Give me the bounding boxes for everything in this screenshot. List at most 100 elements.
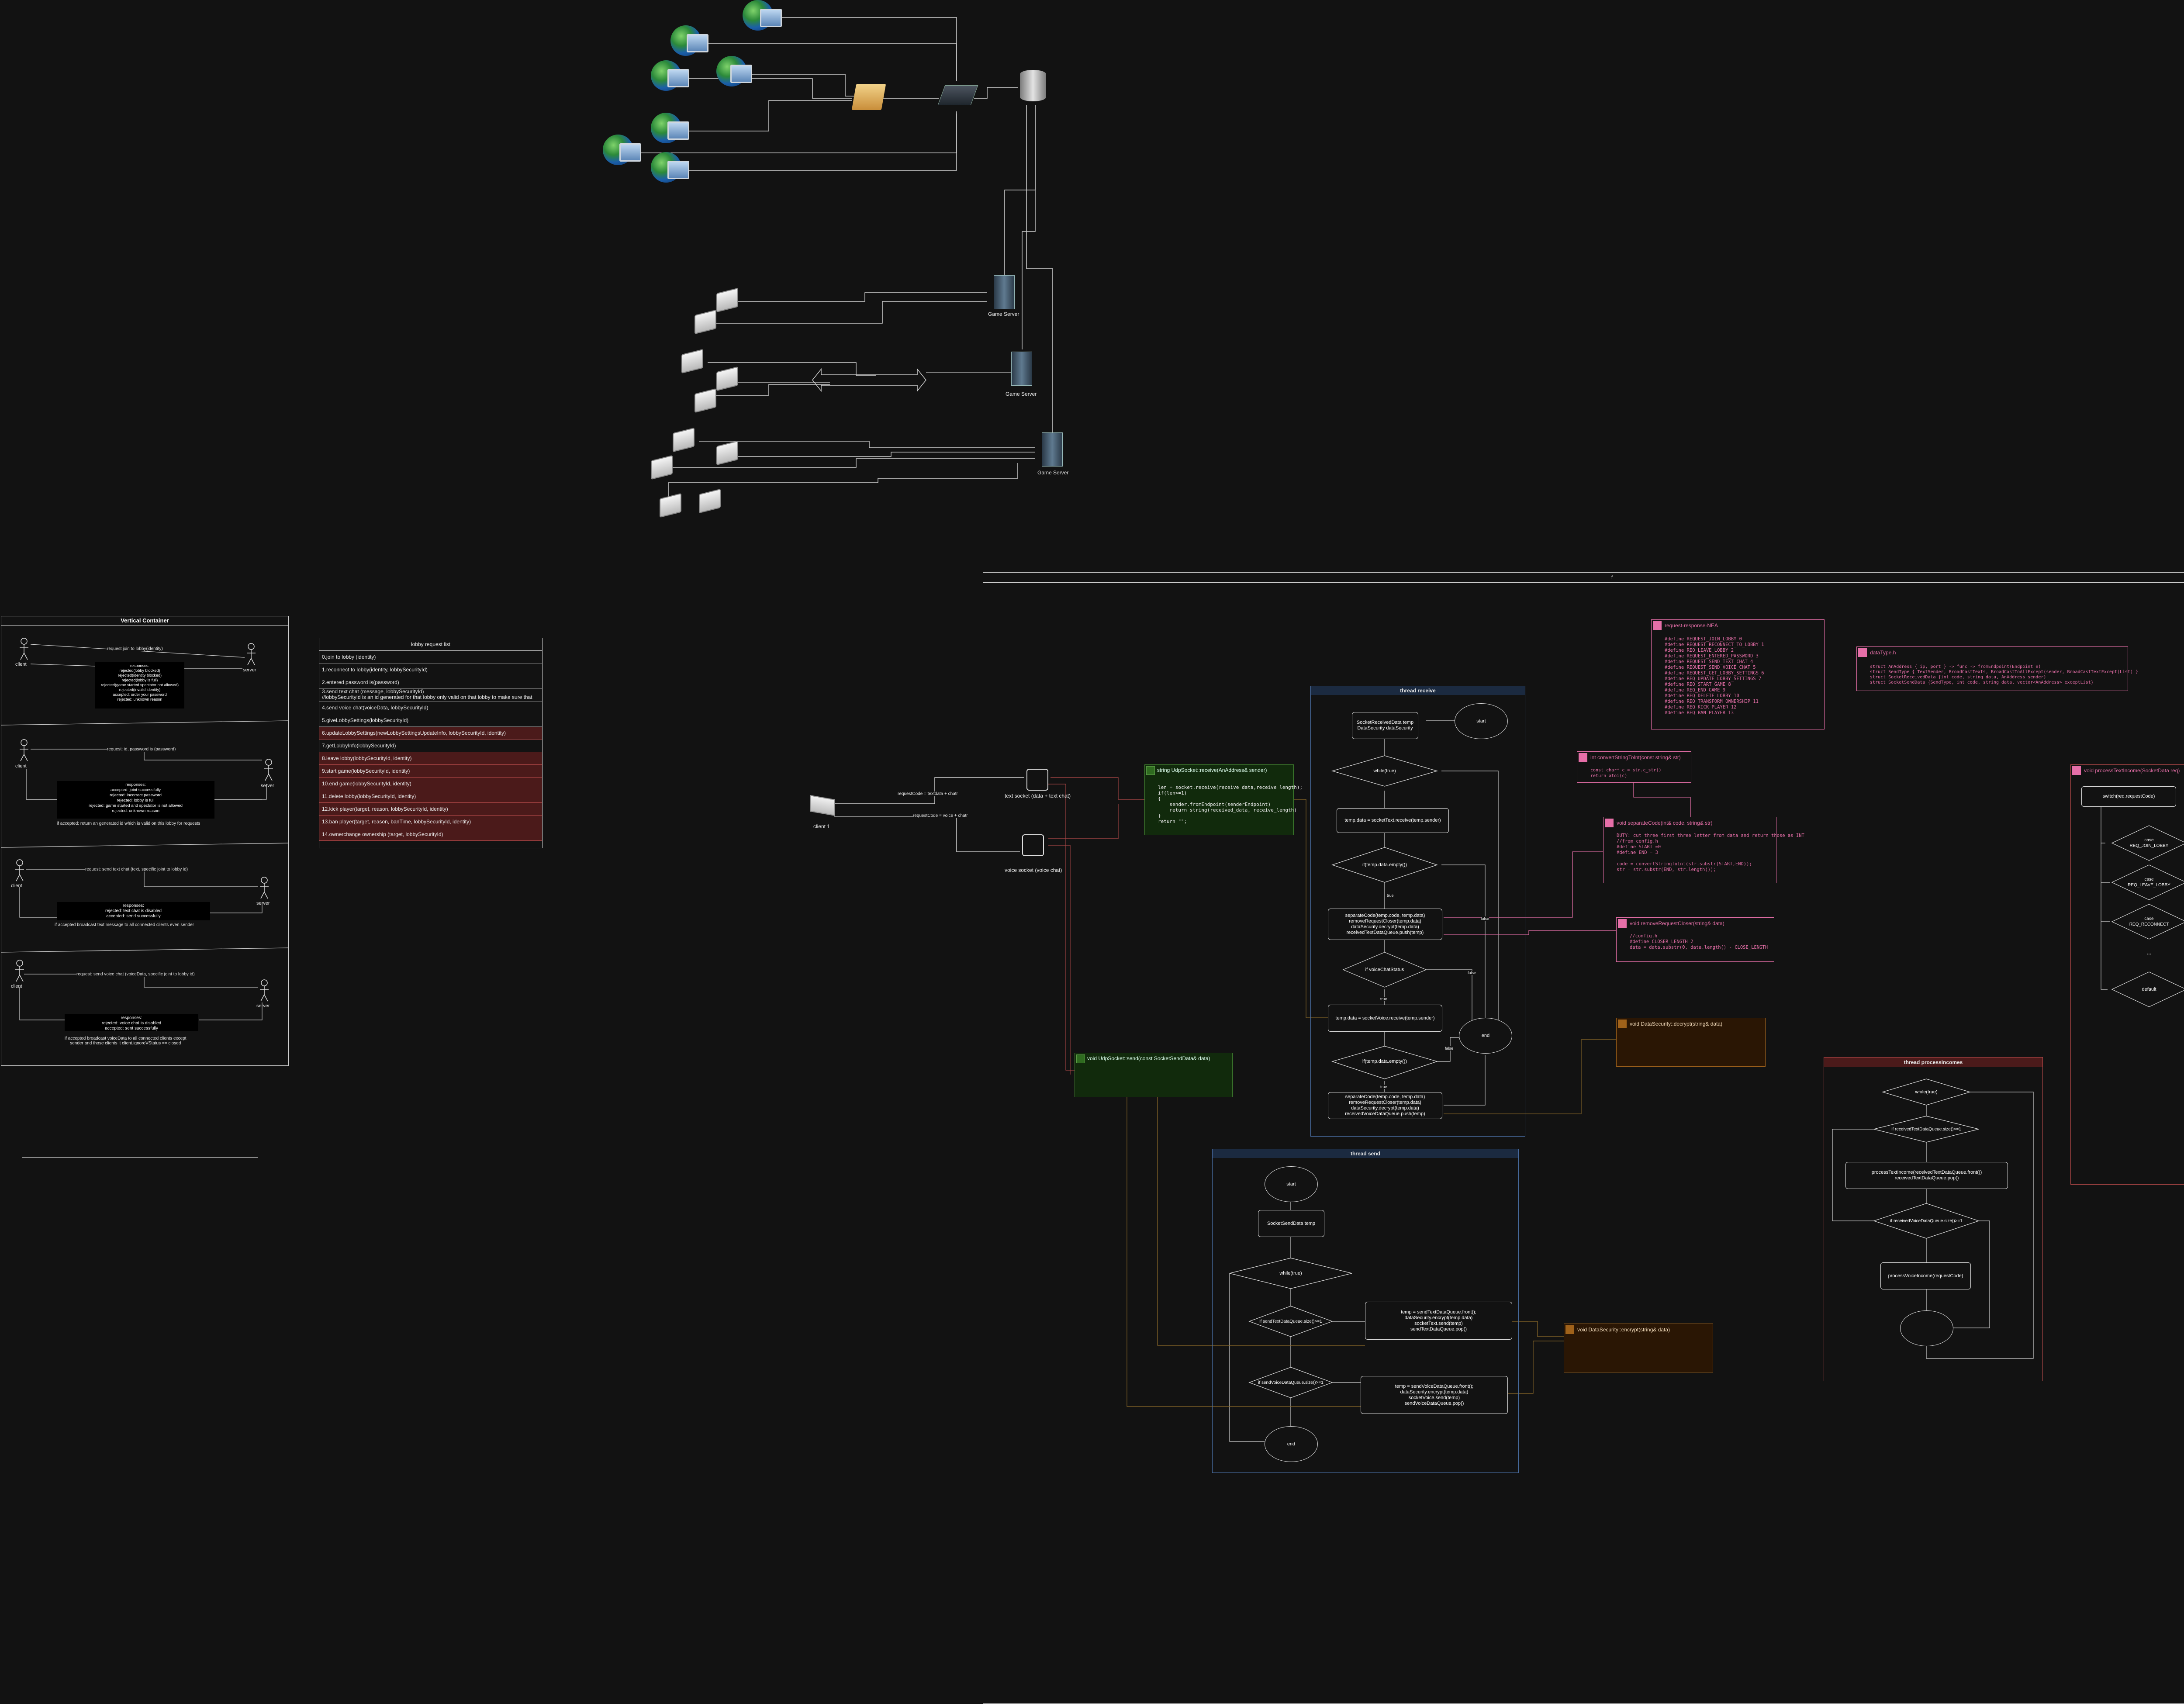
lobby-request-item: 6.updateLobbySettings(newLobbySettingsUp…	[319, 727, 542, 740]
lobby-request-list: lobby request list 0.join to lobby (iden…	[319, 638, 543, 848]
send-loop-node: while(true)	[1279, 1270, 1302, 1276]
process-voice-node: processVoiceIncome(requestCode)	[1880, 1262, 1971, 1289]
process-text-node: processTextIncome(receivedTextDataQueue.…	[1845, 1162, 2008, 1189]
voice-socket-icon	[1022, 834, 1044, 856]
vertical-container-title: Vertical Container	[1, 616, 288, 626]
actor-client: client	[15, 764, 27, 769]
function-icon	[1618, 1020, 1627, 1028]
lobby-request-item: 11.delete lobby(lobbySecurityId, identit…	[319, 790, 542, 803]
client-label: client 1	[813, 823, 830, 830]
lobby-list-items: 0.join to lobby (identity)1.reconnect to…	[319, 651, 542, 841]
seq2-request: request: id, password is (password)	[107, 747, 176, 752]
seq3-request: request: send text chat (text, specific …	[85, 867, 188, 872]
lobby-request-item: 4.send voice chat(voiceData, lobbySecuri…	[319, 702, 542, 714]
edge-label-text: requestCode = textdata + chatr	[898, 792, 958, 796]
actor-server: server	[256, 901, 270, 906]
edge-true-label: true	[1380, 1085, 1387, 1089]
actor-server: server	[256, 1003, 270, 1009]
monitor-icon	[730, 65, 752, 83]
send-end-node: end	[1265, 1426, 1318, 1462]
receive-loop-node: while(true)	[1373, 768, 1396, 774]
header-file-icon	[1858, 648, 1867, 657]
receive-text-node: temp.data = socketText.receive(temp.send…	[1337, 808, 1449, 833]
send-cond1-node: if sendTextDataQueue.size()>=1	[1259, 1319, 1322, 1324]
game-server-icon	[1042, 432, 1063, 467]
data-type-title: dataType.h	[1870, 650, 1896, 656]
process-cond2-node: if receivedVoiceDataQueue.size()>=1	[1890, 1218, 1963, 1224]
game-server-label: Game Server	[1006, 391, 1037, 397]
main-container-title: f	[983, 573, 2184, 583]
send-cond2-node: if sendVoiceDataQueue.size()>=1	[1258, 1380, 1324, 1385]
text-socket-label: text socket (data + text chat)	[1005, 793, 1071, 799]
seq4-response: responses: rejected: voice chat is disab…	[65, 1014, 198, 1031]
case-leave-lobby-node: case REQ_LEAVE_LOBBY	[2128, 877, 2170, 888]
voice-socket-label: voice socket (voice chat)	[1005, 867, 1062, 873]
process-end-node	[1900, 1310, 1953, 1346]
thread-receive-title: thread receive	[1311, 686, 1525, 695]
game-server-icon	[994, 275, 1015, 309]
function-icon	[1565, 1325, 1574, 1334]
thread-process-box: thread processIncomes	[1824, 1057, 2043, 1381]
switch-node: switch(req.requestCode)	[2081, 786, 2176, 807]
text-socket-icon	[1026, 769, 1048, 791]
seq1-response: responses: rejected(lobby blocked) rejec…	[95, 662, 184, 709]
lobby-list-title: lobby request list	[319, 638, 542, 651]
convert-function-code: const char* c = str.c_str() return atoi(…	[1590, 768, 1662, 778]
lobby-request-item: 13.ban player(target, reason, banTime, l…	[319, 816, 542, 828]
edge-false-label: false	[1445, 1046, 1454, 1051]
lobby-request-item: 8.leave lobby(lobbySecurityId, identity)	[319, 752, 542, 765]
receive-function-box: string UdpSocket::receive(AnAddress& sen…	[1144, 764, 1303, 835]
seq4-request: request: send voice chat (voiceData, spe…	[76, 972, 195, 977]
lobby-request-item: 1.reconnect to lobby(identity, lobbySecu…	[319, 664, 542, 676]
receive-voice-node: temp.data = socketVoice.receive(temp.sen…	[1328, 1005, 1442, 1032]
encrypt-function-box: void DataSecurity::encrypt(string& data)	[1564, 1324, 1713, 1372]
process-loop-node: while(true)	[1915, 1089, 1938, 1095]
thread-process-title: thread processIncomes	[1824, 1058, 2042, 1067]
remove-closer-function-title: void removeRequestCloser(string& data)	[1630, 920, 1724, 926]
send-function-title: void UdpSocket::send(const SocketSendDat…	[1087, 1055, 1210, 1061]
function-icon	[1076, 1054, 1085, 1063]
request-response-code: #define REQUEST_JOIN_LOBBY 0 #define REQ…	[1665, 636, 1764, 715]
seq2-response: responses: accepted: joint successfully …	[57, 781, 214, 819]
lobby-request-item: 0.join to lobby (identity)	[319, 651, 542, 664]
decrypt-function-box: void DataSecurity::decrypt(string& data)	[1616, 1018, 1766, 1067]
convert-function-title: int convertStringToInt(const string& str…	[1590, 754, 1681, 760]
monitor-icon	[667, 121, 689, 140]
convert-function-box: int convertStringToInt(const string& str…	[1577, 751, 1691, 783]
monitor-icon	[667, 161, 689, 179]
actor-server: server	[261, 783, 274, 788]
actor-client: client	[15, 662, 27, 667]
seq3-response: responses: rejected: text chat is disabl…	[57, 902, 210, 920]
main-container: f	[983, 572, 2184, 1704]
monitor-icon	[619, 143, 641, 162]
process-cond1-node: if receivedTextDataQueue.size()>=1	[1891, 1127, 1961, 1132]
function-icon	[1579, 753, 1587, 762]
monitor-icon	[687, 34, 708, 52]
lobby-request-item: 3.send text chat (message, lobbySecurity…	[319, 689, 542, 702]
receive-init-node: SocketReceivedData temp DataSecurity dat…	[1352, 712, 1418, 739]
seq1-request: request join to lobby(identity)	[107, 646, 163, 651]
send-init-node: SocketSendData temp	[1258, 1210, 1324, 1237]
lobby-request-item: 14.ownerchange ownership (target, lobbyS…	[319, 828, 542, 841]
receive-start-node: start	[1455, 703, 1508, 739]
case-join-lobby-node: case REQ_JOIN_LOBBY	[2129, 838, 2169, 848]
game-server-label: Game Server	[1037, 470, 1069, 476]
request-response-title: request-response-NEA	[1665, 622, 1718, 629]
receive-process-text-node: separateCode(temp.code, temp.data) remov…	[1328, 909, 1442, 940]
edge-false-label: false	[1468, 971, 1476, 975]
receive-cond2-node: if voiceChatStatus	[1365, 967, 1404, 972]
database-icon	[1020, 70, 1046, 101]
thread-send-title: thread send	[1213, 1149, 1518, 1158]
game-server-icon	[1011, 352, 1032, 386]
edge-true-label: true	[1387, 893, 1394, 898]
game-server-label: Game Server	[988, 311, 1019, 317]
lobby-request-item: 12.kick player(target, reason, lobbySecu…	[319, 803, 542, 816]
data-type-code: struct AnAddress { ip, port } -> func ->…	[1870, 664, 2139, 685]
lobby-request-item: 10.end game(lobbySecurityId, identity)	[319, 778, 542, 790]
seq3-note: if accepted broadcast text message to al…	[55, 923, 194, 927]
process-text-income-title: void processTextIncome(SocketData req)	[2084, 767, 2180, 774]
edge-false-label: false	[1481, 916, 1489, 921]
receive-cond3-node: if(temp.data.empty())	[1362, 1058, 1407, 1064]
